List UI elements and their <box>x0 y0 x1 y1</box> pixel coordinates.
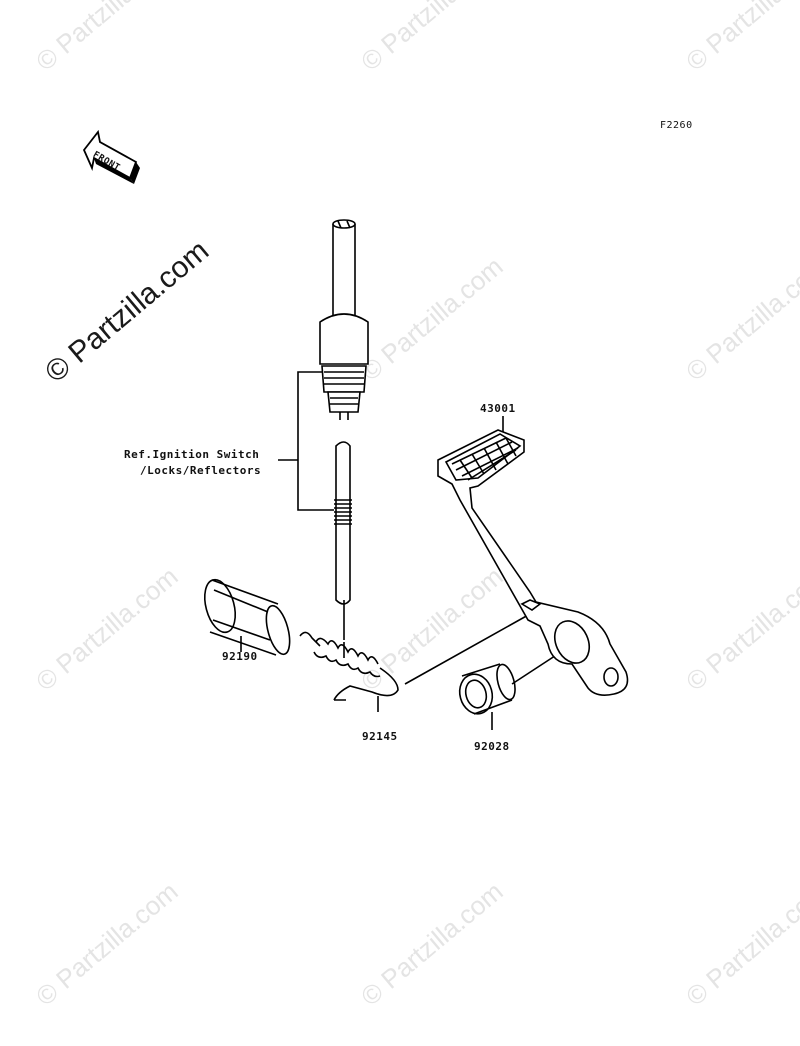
front-arrow-icon <box>82 129 140 184</box>
reference-note-line1: Ref.Ignition Switch <box>124 448 260 461</box>
reference-bracket <box>297 371 334 511</box>
brake-pedal <box>437 429 629 696</box>
return-spring <box>299 631 399 701</box>
callout-spring: 92145 <box>362 730 398 743</box>
sleeve <box>203 578 291 656</box>
reference-note-line2: /Locks/Reflectors <box>140 464 262 477</box>
callout-bushing: 92028 <box>474 740 510 753</box>
callout-sleeve: 92190 <box>222 650 258 663</box>
callout-pedal: 43001 <box>480 402 516 415</box>
diagram-code: F2260 <box>660 120 693 131</box>
pedal-bushing <box>458 663 516 715</box>
brake-light-switch <box>319 219 369 420</box>
switch-spring <box>334 441 352 640</box>
